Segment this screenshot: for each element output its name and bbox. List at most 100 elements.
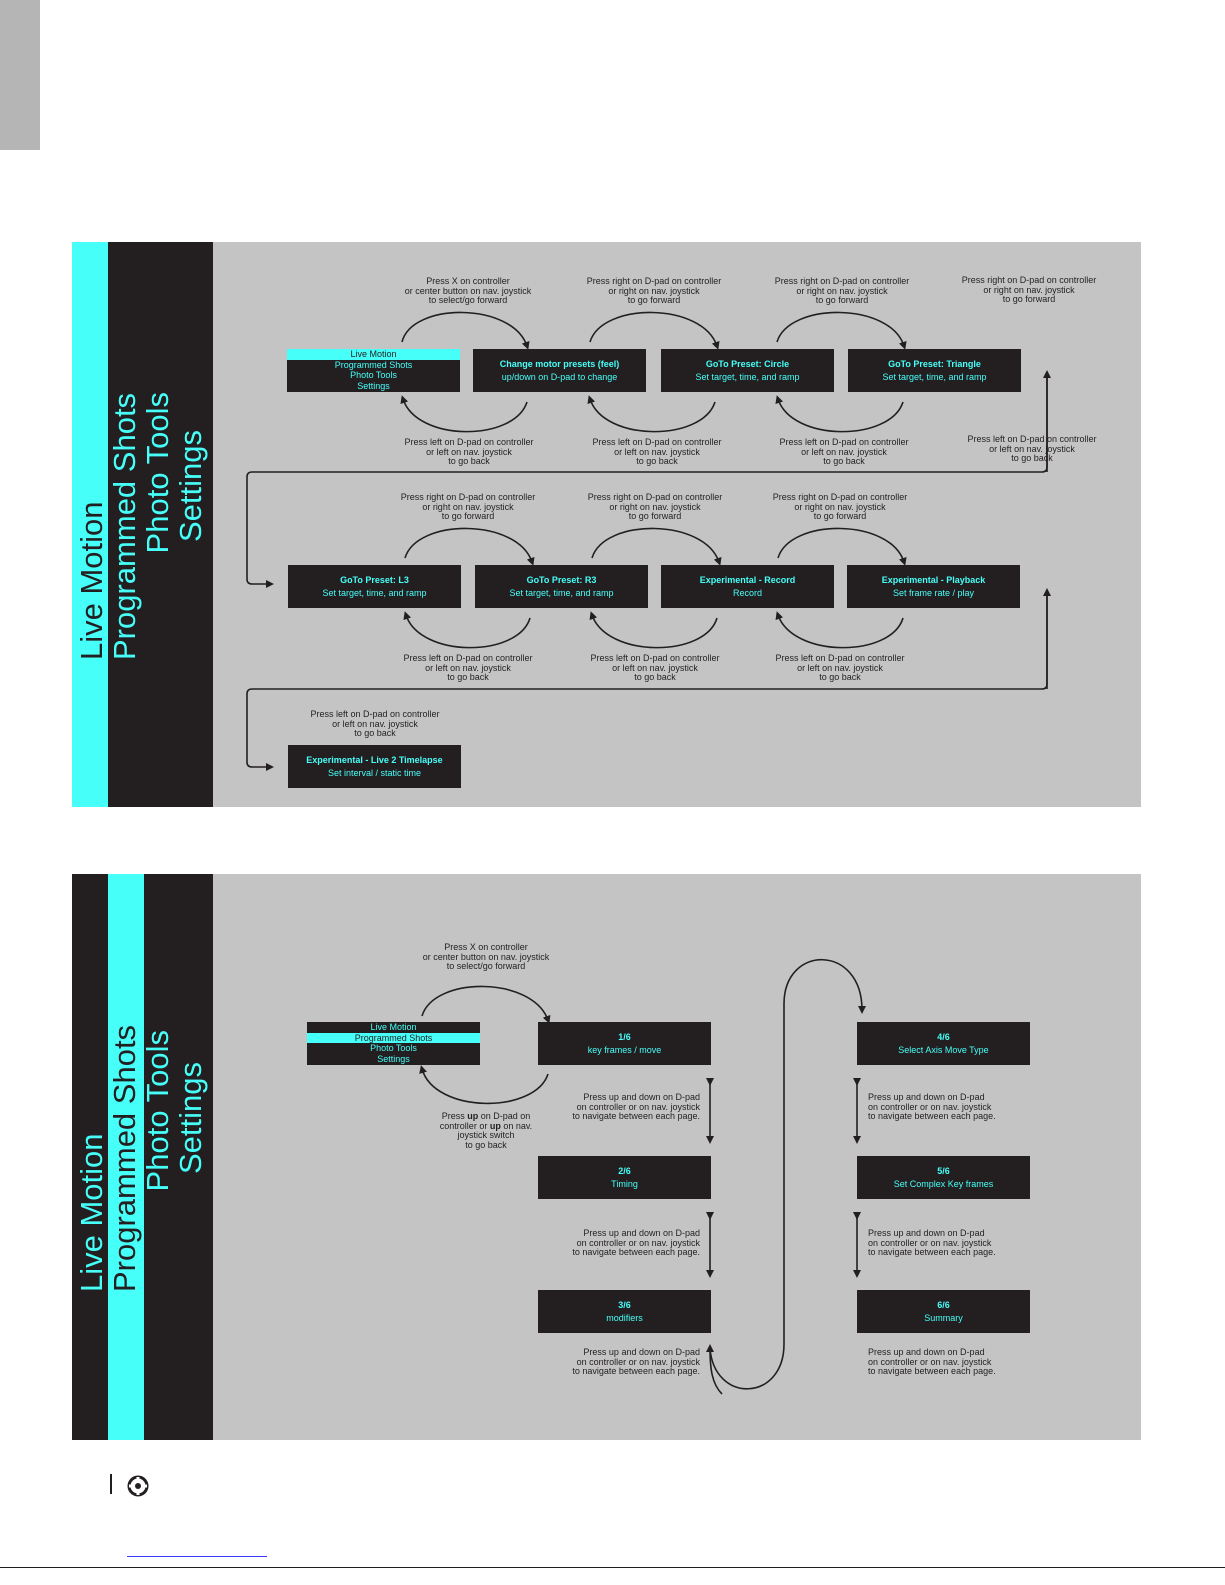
menu-band-other [108, 242, 213, 807]
node-page-1[interactable]: 1/6 key frames / move [538, 1022, 711, 1065]
node-subtitle: Set target, time, and ramp [695, 371, 800, 382]
instruction-note: Press left on D-pad on controller or lef… [310, 709, 440, 738]
arrow-back [400, 395, 528, 433]
arrow-wrap-row2 [246, 374, 1048, 588]
menu-band-programmed-shots [108, 874, 144, 1440]
instruction-note: Press left on D-pad on controller or lef… [779, 437, 909, 466]
node-title: GoTo Preset: L3 [340, 574, 409, 585]
node-page-5[interactable]: 5/6 Set Complex Key frames [857, 1156, 1030, 1199]
node-title: 5/6 [937, 1165, 950, 1176]
node-title: 2/6 [618, 1165, 631, 1176]
node-page-4[interactable]: 4/6 Select Axis Move Type [857, 1022, 1030, 1065]
menu-band-live-motion [72, 874, 108, 1440]
arrow-back [775, 395, 904, 433]
node-motor-presets[interactable]: Change motor presets (feel) up/down on D… [473, 349, 646, 392]
node-title: GoTo Preset: Circle [705, 358, 790, 369]
menu-node-live-motion[interactable]: Live Motion [287, 349, 460, 360]
flow-arrows [419, 959, 866, 1395]
arrow-back [775, 611, 904, 649]
node-experimental-record[interactable]: Experimental - Record Record [661, 565, 834, 608]
node-subtitle: Set target, time, and ramp [322, 587, 427, 598]
node-title: GoTo Preset: R3 [526, 574, 597, 585]
menu-band-other [144, 874, 213, 1440]
instruction-note: Press up and down on D-pad on controller… [572, 1347, 700, 1376]
instruction-note: Press right on D-pad on controller or ri… [772, 492, 908, 521]
menu-node-photo-tools[interactable]: Photo Tools [350, 370, 397, 380]
node-subtitle: key frames / move [587, 1044, 662, 1055]
instruction-note: Press left on D-pad on controller or lef… [967, 434, 1097, 463]
instruction-note: Press up and down on D-pad on controller… [868, 1347, 996, 1376]
instruction-note: Press right on D-pad on controller or ri… [587, 492, 723, 521]
node-page-3[interactable]: 3/6 modifiers [538, 1290, 711, 1333]
arrow-wrap-row3 [246, 592, 1048, 771]
node-title: Change motor presets (feel) [499, 358, 620, 369]
menu-node-live-motion[interactable]: Live Motion [370, 1022, 417, 1032]
node-goto-circle[interactable]: GoTo Preset: Circle Set target, time, an… [661, 349, 834, 392]
node-subtitle: modifiers [606, 1312, 643, 1323]
arrow-snake-back [706, 1344, 723, 1395]
node-title: 3/6 [618, 1299, 631, 1310]
menu-node-photo-tools[interactable]: Photo Tools [370, 1043, 417, 1053]
instruction-note: Press right on D-pad on controller or ri… [774, 276, 910, 305]
arrow-forward [404, 527, 535, 566]
arrow-forward [421, 985, 551, 1024]
node-subtitle: Set target, time, and ramp [509, 587, 614, 598]
instruction-note: Press left on D-pad on controller or lef… [590, 653, 720, 682]
instruction-note-back: Press up on D-pad on controller or up on… [439, 1111, 533, 1150]
node-subtitle: up/down on D-pad to change [501, 371, 618, 382]
arrow-forward [776, 311, 907, 350]
instruction-note: Press left on D-pad on controller or lef… [404, 437, 534, 466]
node-title: Experimental - Record [699, 574, 796, 585]
instruction-note: Press X on controller or center button o… [422, 942, 550, 971]
instruction-note: Press up and down on D-pad on controller… [572, 1228, 700, 1257]
menu-node[interactable]: Live Motion Programmed Shots Photo Tools… [307, 1022, 480, 1065]
instruction-note: Press right on D-pad on controller or ri… [400, 492, 536, 521]
flow-arrows [246, 311, 1051, 771]
instruction-note: Press left on D-pad on controller or lef… [775, 653, 905, 682]
arrow-forward [777, 527, 907, 566]
node-subtitle: Timing [611, 1178, 638, 1189]
brand-logo-icon [127, 1475, 149, 1497]
instruction-note: Press left on D-pad on controller or lef… [592, 437, 722, 466]
node-experimental-playback[interactable]: Experimental - Playback Set frame rate /… [847, 565, 1020, 608]
node-title: 1/6 [618, 1031, 631, 1042]
arrow-back [589, 611, 718, 649]
page-bottom-rule [0, 1567, 1225, 1568]
node-goto-r3[interactable]: GoTo Preset: R3 Set target, time, and ra… [475, 565, 648, 608]
arrow-forward [401, 311, 530, 350]
instruction-note: Press left on D-pad on controller or lef… [403, 653, 533, 682]
node-title: Experimental - Live 2 Timelapse [306, 754, 443, 765]
arrow-snake-forward [709, 959, 866, 1390]
menu-node[interactable]: Live Motion Programmed Shots Photo Tools… [287, 349, 460, 392]
menu-node-settings[interactable]: Settings [357, 380, 390, 391]
node-subtitle: Set interval / static time [327, 767, 422, 778]
node-live2-timelapse[interactable]: Experimental - Live 2 Timelapse Set inte… [288, 745, 461, 788]
instruction-note: Press up and down on D-pad on controller… [868, 1228, 996, 1257]
menu-node-programmed-shots[interactable]: Programmed Shots [307, 1032, 480, 1043]
arrow-back [587, 395, 716, 433]
instruction-note: Press up and down on D-pad on controller… [868, 1092, 996, 1121]
arrow-back [403, 611, 531, 649]
node-page-6[interactable]: 6/6 Summary [857, 1290, 1030, 1333]
node-goto-triangle[interactable]: GoTo Preset: Triangle Set target, time, … [848, 349, 1021, 392]
node-title: Experimental - Playback [881, 574, 986, 585]
node-title: 4/6 [937, 1031, 950, 1042]
node-goto-l3[interactable]: GoTo Preset: L3 Set target, time, and ra… [288, 565, 461, 608]
node-subtitle: Set Complex Key frames [893, 1178, 994, 1189]
live-motion-diagram-panel: Live Motion Programmed Shots Photo Tools… [72, 242, 1141, 807]
instruction-note: Press X on controller or center button o… [404, 276, 532, 305]
node-page-2[interactable]: 2/6 Timing [538, 1156, 711, 1199]
node-title: 6/6 [937, 1299, 950, 1310]
instruction-note: Press right on D-pad on controller or ri… [961, 275, 1097, 304]
menu-node-settings[interactable]: Settings [377, 1053, 410, 1064]
menu-node-programmed-shots[interactable]: Programmed Shots [334, 359, 413, 370]
node-subtitle: Set target, time, and ramp [882, 371, 987, 382]
node-subtitle: Summary [924, 1312, 963, 1323]
footer-divider [110, 1474, 112, 1494]
arrow-forward [589, 311, 720, 350]
footer-link-underline[interactable] [127, 1556, 267, 1557]
node-title: GoTo Preset: Triangle [888, 358, 981, 369]
instruction-note: Press right on D-pad on controller or ri… [586, 276, 722, 305]
page-corner-tab [0, 0, 40, 150]
programmed-shots-diagram-panel: Live Motion Programmed Shots Photo Tools… [72, 874, 1141, 1440]
